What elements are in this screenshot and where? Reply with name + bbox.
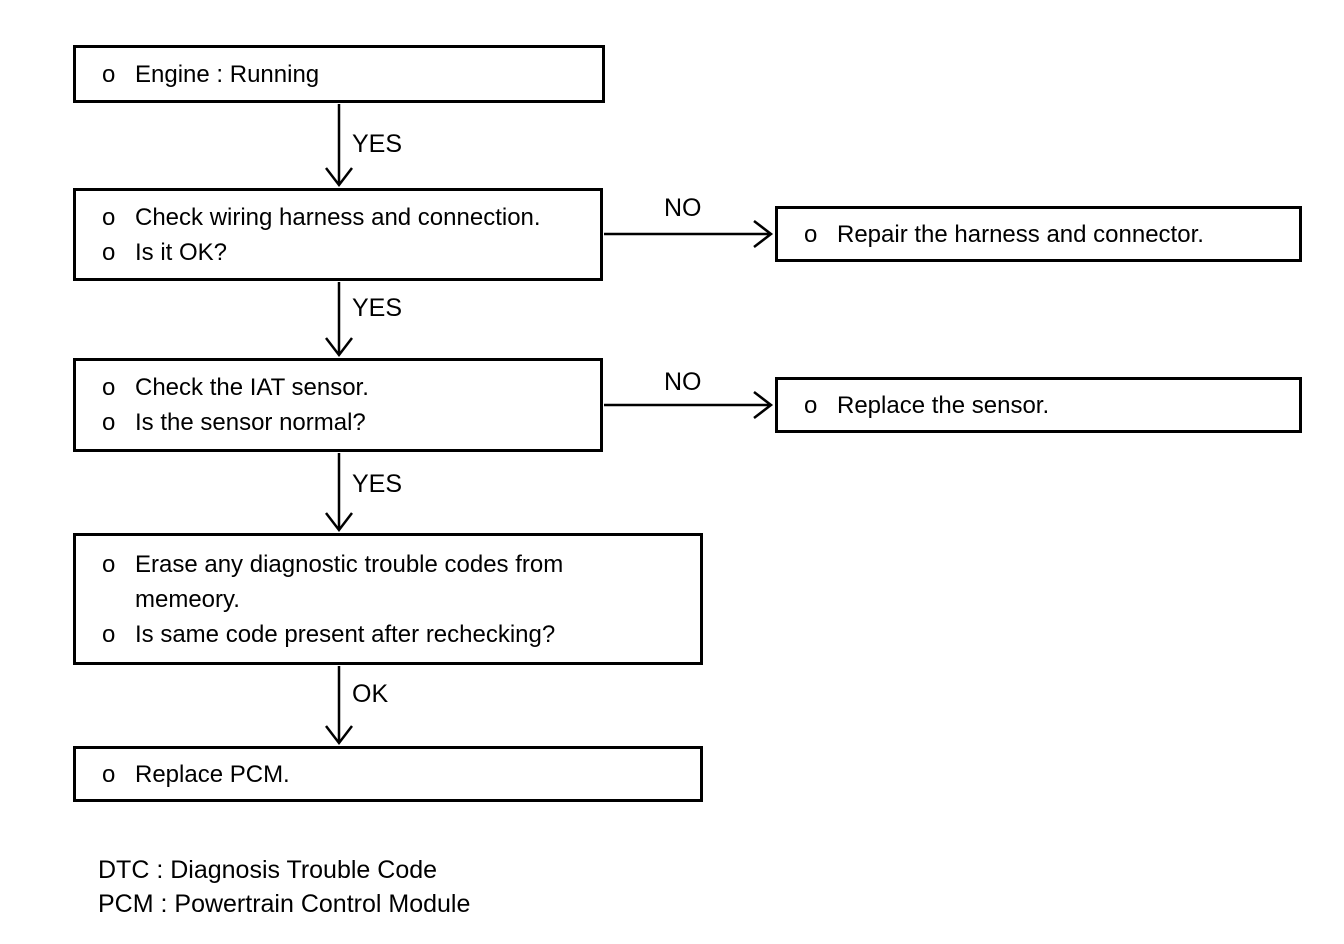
step-text: Is same code present after rechecking? — [135, 620, 556, 648]
branch-label-ok-1: OK — [352, 680, 389, 708]
step-box-replace-pcm: o Replace PCM. — [73, 746, 703, 802]
branch-label-yes-1: YES — [352, 130, 403, 158]
step-box-check-iat-sensor: o Check the IAT sensor. o Is the sensor … — [73, 358, 603, 452]
step-text: Engine : Running — [135, 60, 320, 88]
step-text: Check the IAT sensor. — [135, 374, 369, 401]
step-box-replace-sensor: o Replace the sensor. — [775, 377, 1302, 433]
step-text: Repair the harness and connector. — [837, 220, 1204, 248]
box-line: o Replace the sensor. — [778, 388, 1299, 423]
box-line: memeory. — [76, 582, 700, 617]
step-text: Erase any diagnostic trouble codes from — [135, 550, 564, 578]
bullet-marker: o — [804, 391, 818, 419]
box-line: o Erase any diagnostic trouble codes fro… — [76, 547, 700, 582]
step-text: Is it OK? — [135, 238, 228, 266]
bullet-marker: o — [102, 60, 116, 88]
arrow-down-yes-1 — [325, 104, 353, 188]
box-line: o Engine : Running — [76, 57, 602, 92]
step-text: Replace the sensor. — [837, 391, 1050, 419]
arrow-down-yes-2 — [325, 282, 353, 358]
step-text: Replace PCM. — [135, 760, 290, 788]
bullet-marker: o — [102, 550, 116, 578]
box-line: o Is it OK? — [76, 235, 600, 270]
bullet-marker: o — [102, 760, 116, 788]
bullet-marker: o — [102, 374, 116, 401]
branch-label-no-2: NO — [664, 368, 702, 396]
step-text: Check wiring harness and connection. — [135, 203, 541, 231]
bullet-marker: o — [102, 620, 116, 648]
bullet-marker: o — [102, 409, 116, 436]
step-box-repair-harness: o Repair the harness and connector. — [775, 206, 1302, 262]
arrow-down-yes-3 — [325, 453, 353, 533]
box-line: o Is same code present after rechecking? — [76, 617, 700, 652]
box-line: o Repair the harness and connector. — [778, 217, 1299, 252]
legend-line-dtc: DTC : Diagnosis Trouble Code — [98, 856, 438, 884]
branch-label-yes-2: YES — [352, 294, 403, 322]
branch-label-no-1: NO — [664, 194, 702, 222]
abbreviation-legend: DTC : Diagnosis Trouble Code PCM : Power… — [98, 853, 470, 921]
bullet-marker — [102, 582, 135, 617]
arrow-down-ok-1 — [325, 666, 353, 746]
box-line: o Replace PCM. — [76, 757, 700, 792]
box-line: o Check the IAT sensor. — [76, 370, 600, 405]
step-box-erase-codes: o Erase any diagnostic trouble codes fro… — [73, 533, 703, 665]
box-line: o Is the sensor normal? — [76, 405, 600, 440]
legend-line-pcm: PCM : Powertrain Control Module — [98, 890, 471, 918]
bullet-marker: o — [102, 203, 116, 231]
branch-label-yes-3: YES — [352, 470, 403, 498]
arrow-right-no-2 — [604, 391, 774, 419]
bullet-marker: o — [804, 220, 818, 248]
step-text: memeory. — [135, 585, 240, 613]
step-box-check-wiring: o Check wiring harness and connection. o… — [73, 188, 603, 281]
step-text: Is the sensor normal? — [135, 409, 366, 436]
bullet-marker: o — [102, 238, 116, 266]
box-line: o Check wiring harness and connection. — [76, 200, 600, 235]
arrow-right-no-1 — [604, 220, 774, 248]
step-box-engine-running: o Engine : Running — [73, 45, 605, 103]
